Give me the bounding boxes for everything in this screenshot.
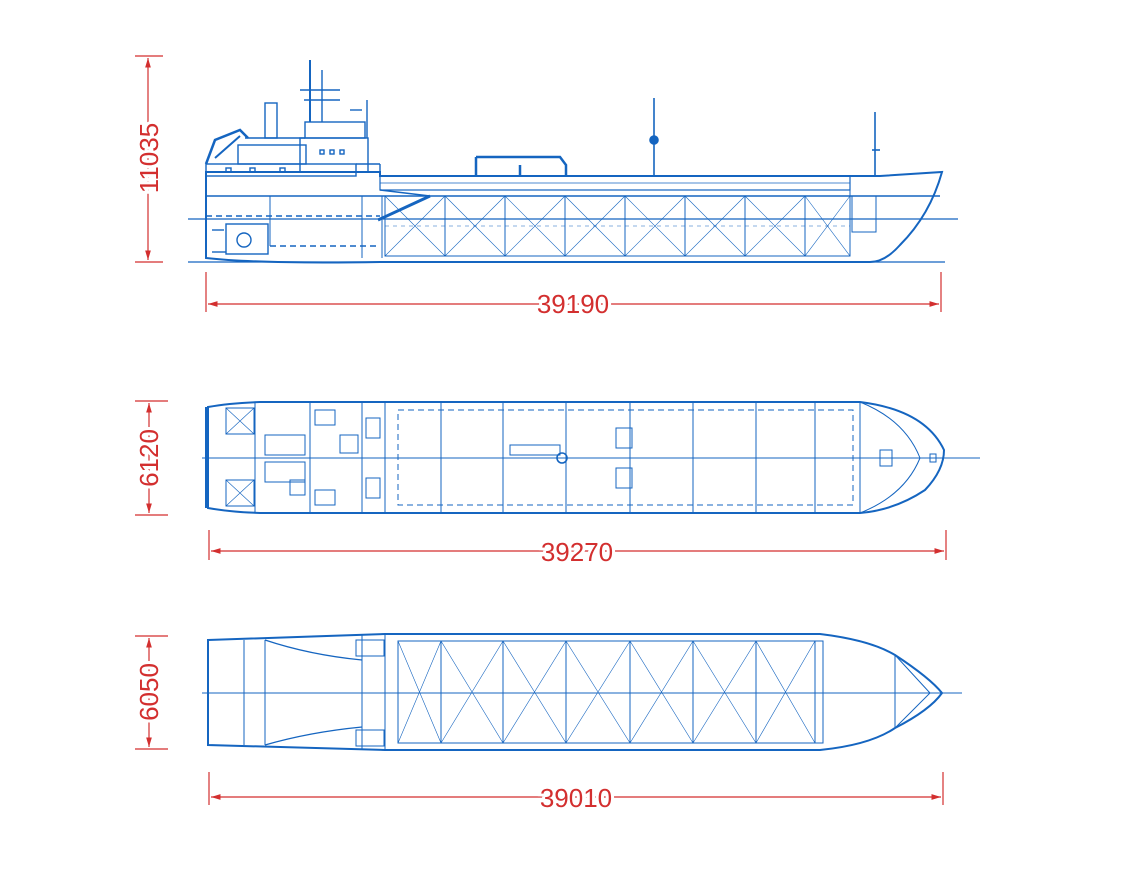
tank-top-width-label: 6050 xyxy=(134,663,164,721)
profile-crane xyxy=(474,155,568,176)
profile-forecastle xyxy=(849,176,877,233)
deck-plan-length-label: 39270 xyxy=(541,537,613,567)
profile-length-label: 39190 xyxy=(537,289,609,319)
main-deck-plan-view xyxy=(202,401,980,514)
tank-top-hull-outline xyxy=(207,633,944,751)
profile-stern-gear xyxy=(212,223,269,255)
tank-top-length-label: 39010 xyxy=(540,783,612,813)
profile-masts xyxy=(649,98,880,176)
deck-plan-dimensions xyxy=(135,400,947,560)
deck-plan-cargo-area xyxy=(384,401,861,514)
profile-dimensions xyxy=(135,55,942,312)
profile-hull-outline xyxy=(205,170,944,264)
tank-top-plan-view xyxy=(202,633,962,751)
deck-plan-width-label: 6120 xyxy=(134,429,164,487)
profile-height-label: 11035 xyxy=(134,123,164,193)
tank-top-dimensions xyxy=(135,635,944,805)
profile-superstructure xyxy=(204,60,381,177)
profile-view xyxy=(188,60,958,264)
deck-plan-hull-outline xyxy=(207,401,946,514)
deck-plan-accommodation xyxy=(225,402,386,513)
profile-cargo-tanks xyxy=(384,195,851,257)
tank-top-structure xyxy=(243,634,931,750)
